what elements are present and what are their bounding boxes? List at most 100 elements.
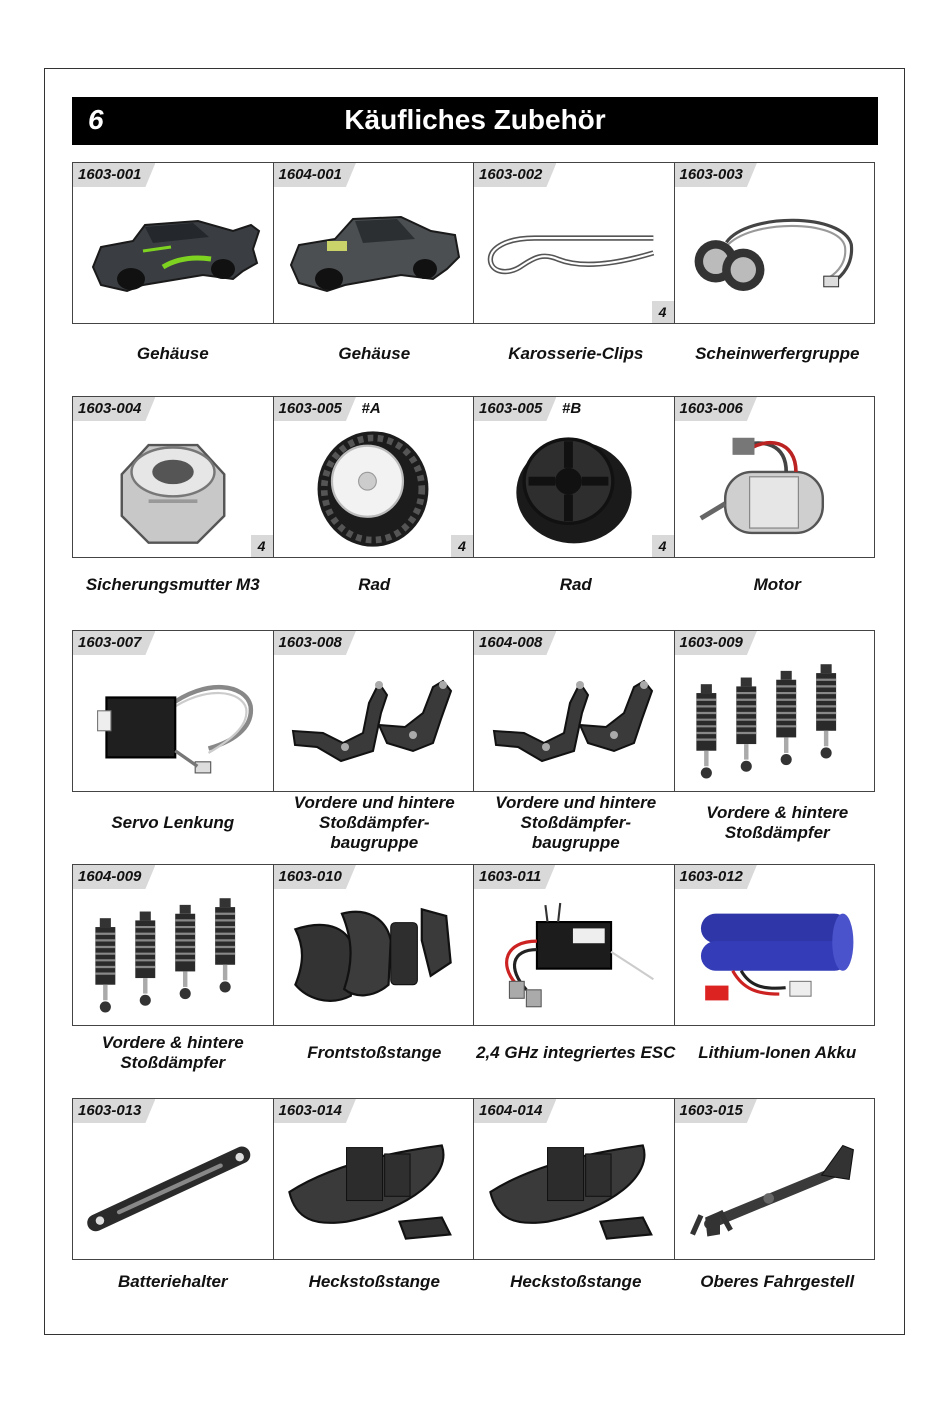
part-variant: #B bbox=[562, 400, 582, 417]
part-cell: 1604-008 bbox=[473, 630, 675, 792]
part-code: 1603-009 bbox=[675, 631, 757, 655]
part-quantity: 4 bbox=[250, 535, 273, 557]
part-cell: 1603-004 4 bbox=[72, 396, 274, 558]
part-name: Vordere und hintere Stoßdämpfer- baugrup… bbox=[495, 793, 657, 852]
part-code: 1604-009 bbox=[73, 865, 155, 889]
part-code: 1603-011 bbox=[474, 865, 555, 889]
part-cell: 1604-014 bbox=[473, 1098, 675, 1260]
part-name: Lithium-Ionen Akku bbox=[698, 1043, 857, 1062]
part-quantity: 4 bbox=[651, 301, 674, 323]
part-code: 1603-008 bbox=[274, 631, 356, 655]
part-name: Frontstoßstange bbox=[307, 1043, 442, 1062]
part-quantity: 4 bbox=[451, 535, 473, 557]
parts-row: 1603-007 1603-008 1604-008 1603-009 bbox=[72, 630, 878, 792]
section-header: 6 Käufliches Zubehör bbox=[72, 97, 878, 145]
part-code: 1603-014 bbox=[274, 1099, 356, 1123]
part-name: Vordere und hintere Stoßdämpfer- baugrup… bbox=[293, 793, 455, 852]
parts-label-row: Batteriehalter Heckstoßstange Heckstoßstan… bbox=[72, 1250, 878, 1314]
part-cell: 1603-015 bbox=[673, 1098, 875, 1260]
part-name: Motor bbox=[753, 575, 801, 594]
part-name: Vordere & hintere Stoßdämpfer bbox=[101, 1033, 244, 1072]
part-code: 1603-010 bbox=[274, 865, 356, 889]
part-name: Sicherungsmutter M3 bbox=[85, 575, 260, 594]
part-name: Heckstoßstange bbox=[510, 1272, 642, 1291]
part-cell: 1603-005 #A 4 bbox=[272, 396, 474, 558]
part-code: 1603-012 bbox=[675, 865, 757, 889]
wheel-white-icon bbox=[274, 421, 474, 557]
part-code: 1604-014 bbox=[474, 1099, 556, 1123]
part-cell: 1603-003 bbox=[673, 162, 875, 324]
part-name: Karosserie-Clips bbox=[508, 344, 644, 363]
part-name: Gehäuse bbox=[136, 344, 209, 363]
part-cell: 1603-013 bbox=[72, 1098, 274, 1260]
parts-label-row: Gehäuse Gehäuse Karosserie-Clips Scheinwerf… bbox=[72, 322, 878, 386]
part-code: 1603-005 bbox=[474, 397, 556, 421]
car-body-grey-icon bbox=[274, 187, 474, 323]
part-code: 1603-015 bbox=[675, 1099, 757, 1123]
part-cell: 1603-010 bbox=[272, 864, 474, 1026]
headlight-icon bbox=[675, 187, 875, 323]
part-code: 1603-013 bbox=[73, 1099, 155, 1123]
upper-chassis-icon bbox=[675, 1123, 875, 1259]
part-name: Scheinwerfergruppe bbox=[695, 344, 860, 363]
parts-row: 1604-009 1603-010 1603-011 1603-012 bbox=[72, 864, 878, 1026]
servo-icon bbox=[73, 655, 273, 791]
part-cell: 1603-005 #B 4 bbox=[473, 396, 675, 558]
wheel-black-icon bbox=[474, 421, 674, 557]
part-name: Oberes Fahrgestell bbox=[700, 1272, 855, 1291]
page-frame bbox=[44, 68, 905, 1335]
part-cell: 1603-009 bbox=[673, 630, 875, 792]
section-number: 6 bbox=[88, 104, 104, 135]
part-name: Servo Lenkung bbox=[111, 813, 235, 832]
part-name: Rad bbox=[358, 575, 391, 594]
part-name: Rad bbox=[559, 575, 592, 594]
part-name: 2,4 GHz integriertes ESC bbox=[476, 1043, 676, 1062]
parts-label-row: Vordere & hintere Stoßdämpfer Frontstoßst… bbox=[72, 1015, 878, 1091]
rear-bumper-icon bbox=[474, 1123, 674, 1259]
parts-row: 1603-004 4 1603-005 #A 4 1603-005 #B 4 1603-006 bbox=[72, 396, 878, 558]
shock-absorber-icon bbox=[675, 655, 875, 791]
part-cell: 1603-001 bbox=[72, 162, 274, 324]
battery-icon bbox=[675, 889, 875, 1025]
part-cell: 1603-011 bbox=[473, 864, 675, 1026]
part-cell: 1603-007 bbox=[72, 630, 274, 792]
part-quantity: 4 bbox=[651, 535, 674, 557]
body-clip-icon bbox=[474, 187, 674, 323]
part-code: 1603-004 bbox=[73, 397, 155, 421]
parts-label-row: Sicherungsmutter M3 Rad Rad Motor bbox=[72, 559, 878, 611]
part-name: Vordere & hintere Stoßdämpfer bbox=[706, 803, 849, 842]
motor-icon bbox=[675, 421, 875, 557]
parts-label-row: Servo Lenkung Vordere und hintere Stoßdäm… bbox=[72, 783, 878, 863]
part-code: 1603-007 bbox=[73, 631, 155, 655]
part-code: 1603-005 bbox=[274, 397, 356, 421]
shock-absorber-icon bbox=[73, 889, 273, 1025]
car-body-green-icon bbox=[73, 187, 273, 323]
part-code: 1603-002 bbox=[474, 163, 556, 187]
shock-tower-icon bbox=[474, 655, 674, 791]
part-variant: #A bbox=[361, 400, 381, 417]
part-code: 1603-003 bbox=[675, 163, 757, 187]
front-bumper-icon bbox=[274, 889, 474, 1025]
part-cell: 1603-012 bbox=[673, 864, 875, 1026]
part-cell: 1604-001 bbox=[272, 162, 474, 324]
part-name: Gehäuse bbox=[338, 344, 411, 363]
part-cell: 1603-008 bbox=[272, 630, 474, 792]
battery-holder-icon bbox=[73, 1123, 273, 1259]
parts-row: 1603-001 1604-001 1603-002 4 1603-003 bbox=[72, 162, 878, 324]
part-cell: 1603-006 bbox=[673, 396, 875, 558]
part-code: 1603-001 bbox=[73, 163, 155, 187]
part-code: 1604-008 bbox=[474, 631, 556, 655]
part-cell: 1604-009 bbox=[72, 864, 274, 1026]
part-code: 1604-001 bbox=[274, 163, 356, 187]
part-name: Batteriehalter bbox=[117, 1272, 228, 1291]
part-cell: 1603-014 bbox=[272, 1098, 474, 1260]
shock-tower-icon bbox=[274, 655, 474, 791]
rear-bumper-icon bbox=[274, 1123, 474, 1259]
esc-icon bbox=[474, 889, 674, 1025]
part-cell: 1603-002 4 bbox=[473, 162, 675, 324]
lock-nut-icon bbox=[73, 421, 273, 557]
parts-row: 1603-013 1603-014 1604-014 1603-015 bbox=[72, 1098, 878, 1260]
part-name: Heckstoßstange bbox=[308, 1272, 440, 1291]
section-title: Käufliches Zubehör bbox=[344, 104, 606, 135]
part-code: 1603-006 bbox=[675, 397, 757, 421]
